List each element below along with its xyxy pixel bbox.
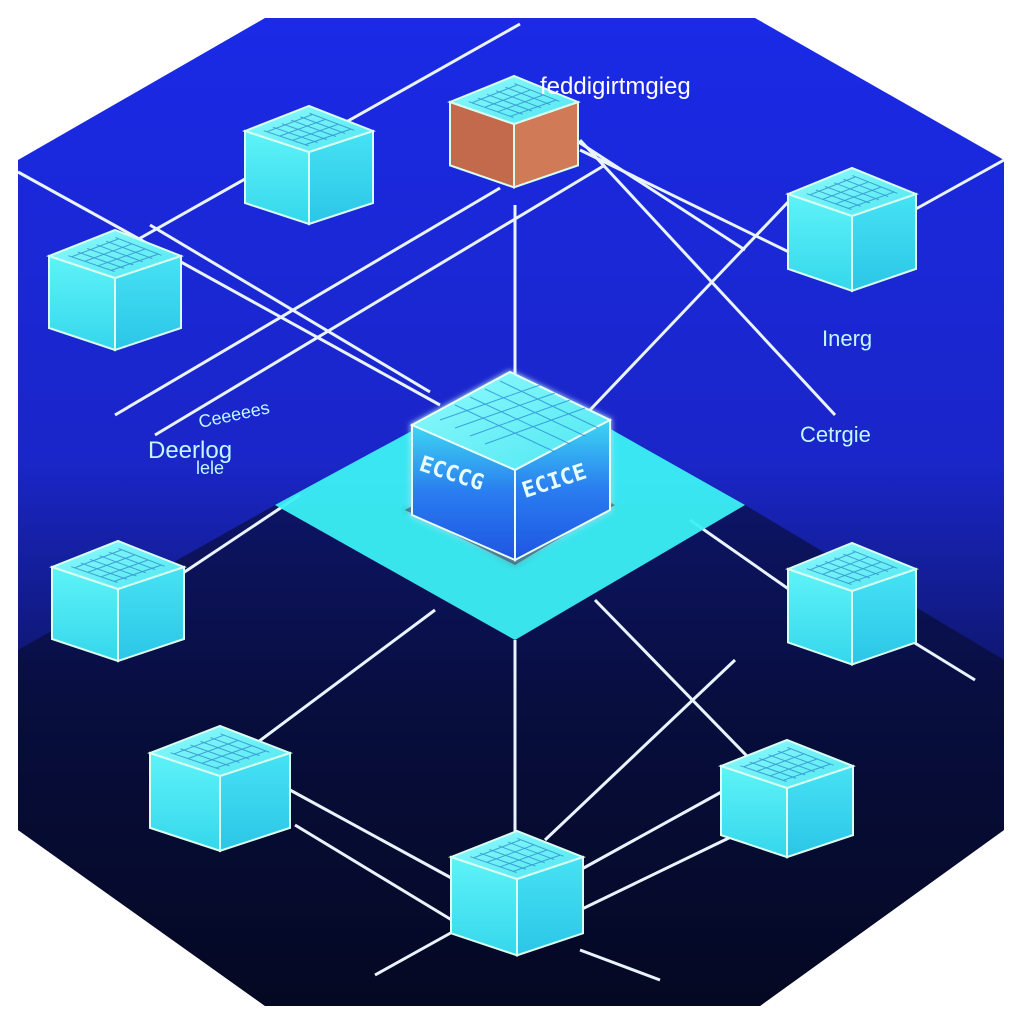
node-bottom-center	[448, 829, 586, 957]
server-nodes	[46, 74, 919, 957]
link	[114, 186, 501, 417]
title-label: feddigirtmgieg	[540, 73, 691, 100]
central-node	[405, 370, 615, 565]
node-right-mid	[785, 541, 919, 666]
node-left-mid	[49, 539, 187, 663]
server-grid-icon	[806, 175, 898, 210]
right-upper-label: Inerg	[822, 326, 872, 351]
link	[579, 148, 796, 257]
server-grid-icon	[263, 112, 355, 147]
node-left	[46, 228, 184, 352]
link	[17, 170, 441, 407]
server-grid-icon	[740, 747, 834, 782]
node-right-top	[785, 166, 919, 293]
link	[294, 823, 461, 927]
link	[149, 223, 431, 394]
link	[154, 163, 606, 437]
server-grid-icon	[71, 548, 165, 583]
right-lower-label: Cetrgie	[800, 422, 871, 447]
node-bottom-right	[718, 738, 856, 859]
server-grid-icon	[468, 83, 560, 118]
link	[579, 833, 736, 912]
link	[909, 638, 976, 682]
link	[689, 518, 791, 592]
server-grid-icon	[470, 838, 564, 873]
server-grid-icon	[170, 733, 270, 770]
left-main-label: Deerlog	[148, 437, 232, 464]
node-bottom-left	[147, 724, 293, 853]
server-grid-icon	[68, 237, 162, 272]
link	[578, 138, 837, 417]
title-node	[447, 74, 581, 189]
left-sub-label: lele	[196, 458, 224, 478]
server-grid-icon	[806, 550, 898, 585]
connection-lines	[17, 22, 1005, 982]
lower-dark-region	[18, 505, 1004, 1006]
link	[579, 948, 661, 982]
link	[289, 788, 456, 882]
node-top-left	[242, 104, 376, 226]
link	[249, 608, 436, 750]
link	[179, 493, 301, 577]
link	[543, 658, 737, 842]
link	[579, 788, 726, 872]
link	[904, 158, 1005, 217]
link	[559, 128, 746, 252]
link	[588, 198, 792, 412]
